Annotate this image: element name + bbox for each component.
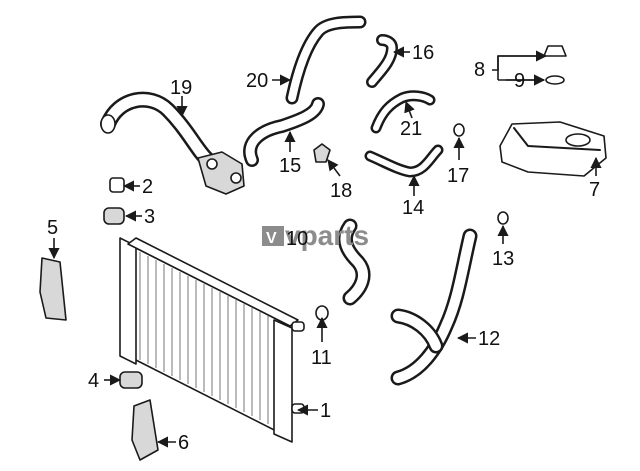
hose-15: [243, 97, 325, 167]
expansion-tank: [499, 121, 607, 177]
callout-19: 19: [170, 77, 192, 99]
bracket-6: [131, 399, 159, 461]
mount-3: [103, 207, 125, 225]
callout-13: 13: [492, 248, 514, 270]
sensor-18: [313, 143, 331, 163]
radiator-fins: [139, 252, 269, 424]
clamp-11: [315, 305, 329, 321]
cap-seal: [545, 75, 565, 85]
callout-6: 6: [178, 432, 189, 454]
callout-5: 5: [47, 217, 58, 239]
hose-16: [366, 34, 398, 88]
watermark-text: vparts: [285, 220, 369, 251]
callout-3: 3: [144, 206, 155, 228]
watermark-badge: [262, 226, 284, 246]
callout-9: 9: [514, 70, 525, 92]
callout-7: 7: [589, 179, 600, 201]
callout-21: 21: [400, 118, 422, 140]
callout-1: 1: [320, 400, 331, 422]
callout-14: 14: [402, 197, 424, 219]
callout-8: 8: [474, 59, 485, 81]
callout-10: 10: [286, 228, 308, 250]
hose-20: [285, 15, 367, 105]
clamp-13: [497, 211, 509, 225]
mount-4: [119, 371, 143, 389]
radiator: [119, 237, 305, 443]
callout-12: 12: [478, 328, 500, 350]
watermark-badge-letter: V: [266, 230, 277, 247]
callout-17: 17: [447, 165, 469, 187]
hose-14: [364, 144, 444, 178]
callout-2: 2: [142, 176, 153, 198]
callout-15: 15: [279, 155, 301, 177]
tank-cap: [543, 45, 567, 57]
callout-11: 11: [311, 347, 332, 369]
thermostat-housing: [197, 151, 245, 195]
callout-20: 20: [246, 70, 268, 92]
callout-16: 16: [412, 42, 434, 64]
callout-18: 18: [330, 180, 352, 202]
hose-19: [100, 91, 216, 168]
callout-labels: 1 2 3 4 5 6 7 8 9 10 11 12 13 14 15 16 1…: [47, 42, 600, 454]
callout-4: 4: [88, 370, 99, 392]
leader-lines: [48, 46, 602, 448]
hose-10: [338, 218, 371, 306]
bracket-5: [39, 257, 67, 321]
hose-12: [390, 228, 478, 386]
clamp-17: [453, 123, 465, 137]
hose-21: [370, 90, 436, 134]
mount-2: [109, 177, 125, 193]
watermark: V vparts: [262, 220, 369, 251]
